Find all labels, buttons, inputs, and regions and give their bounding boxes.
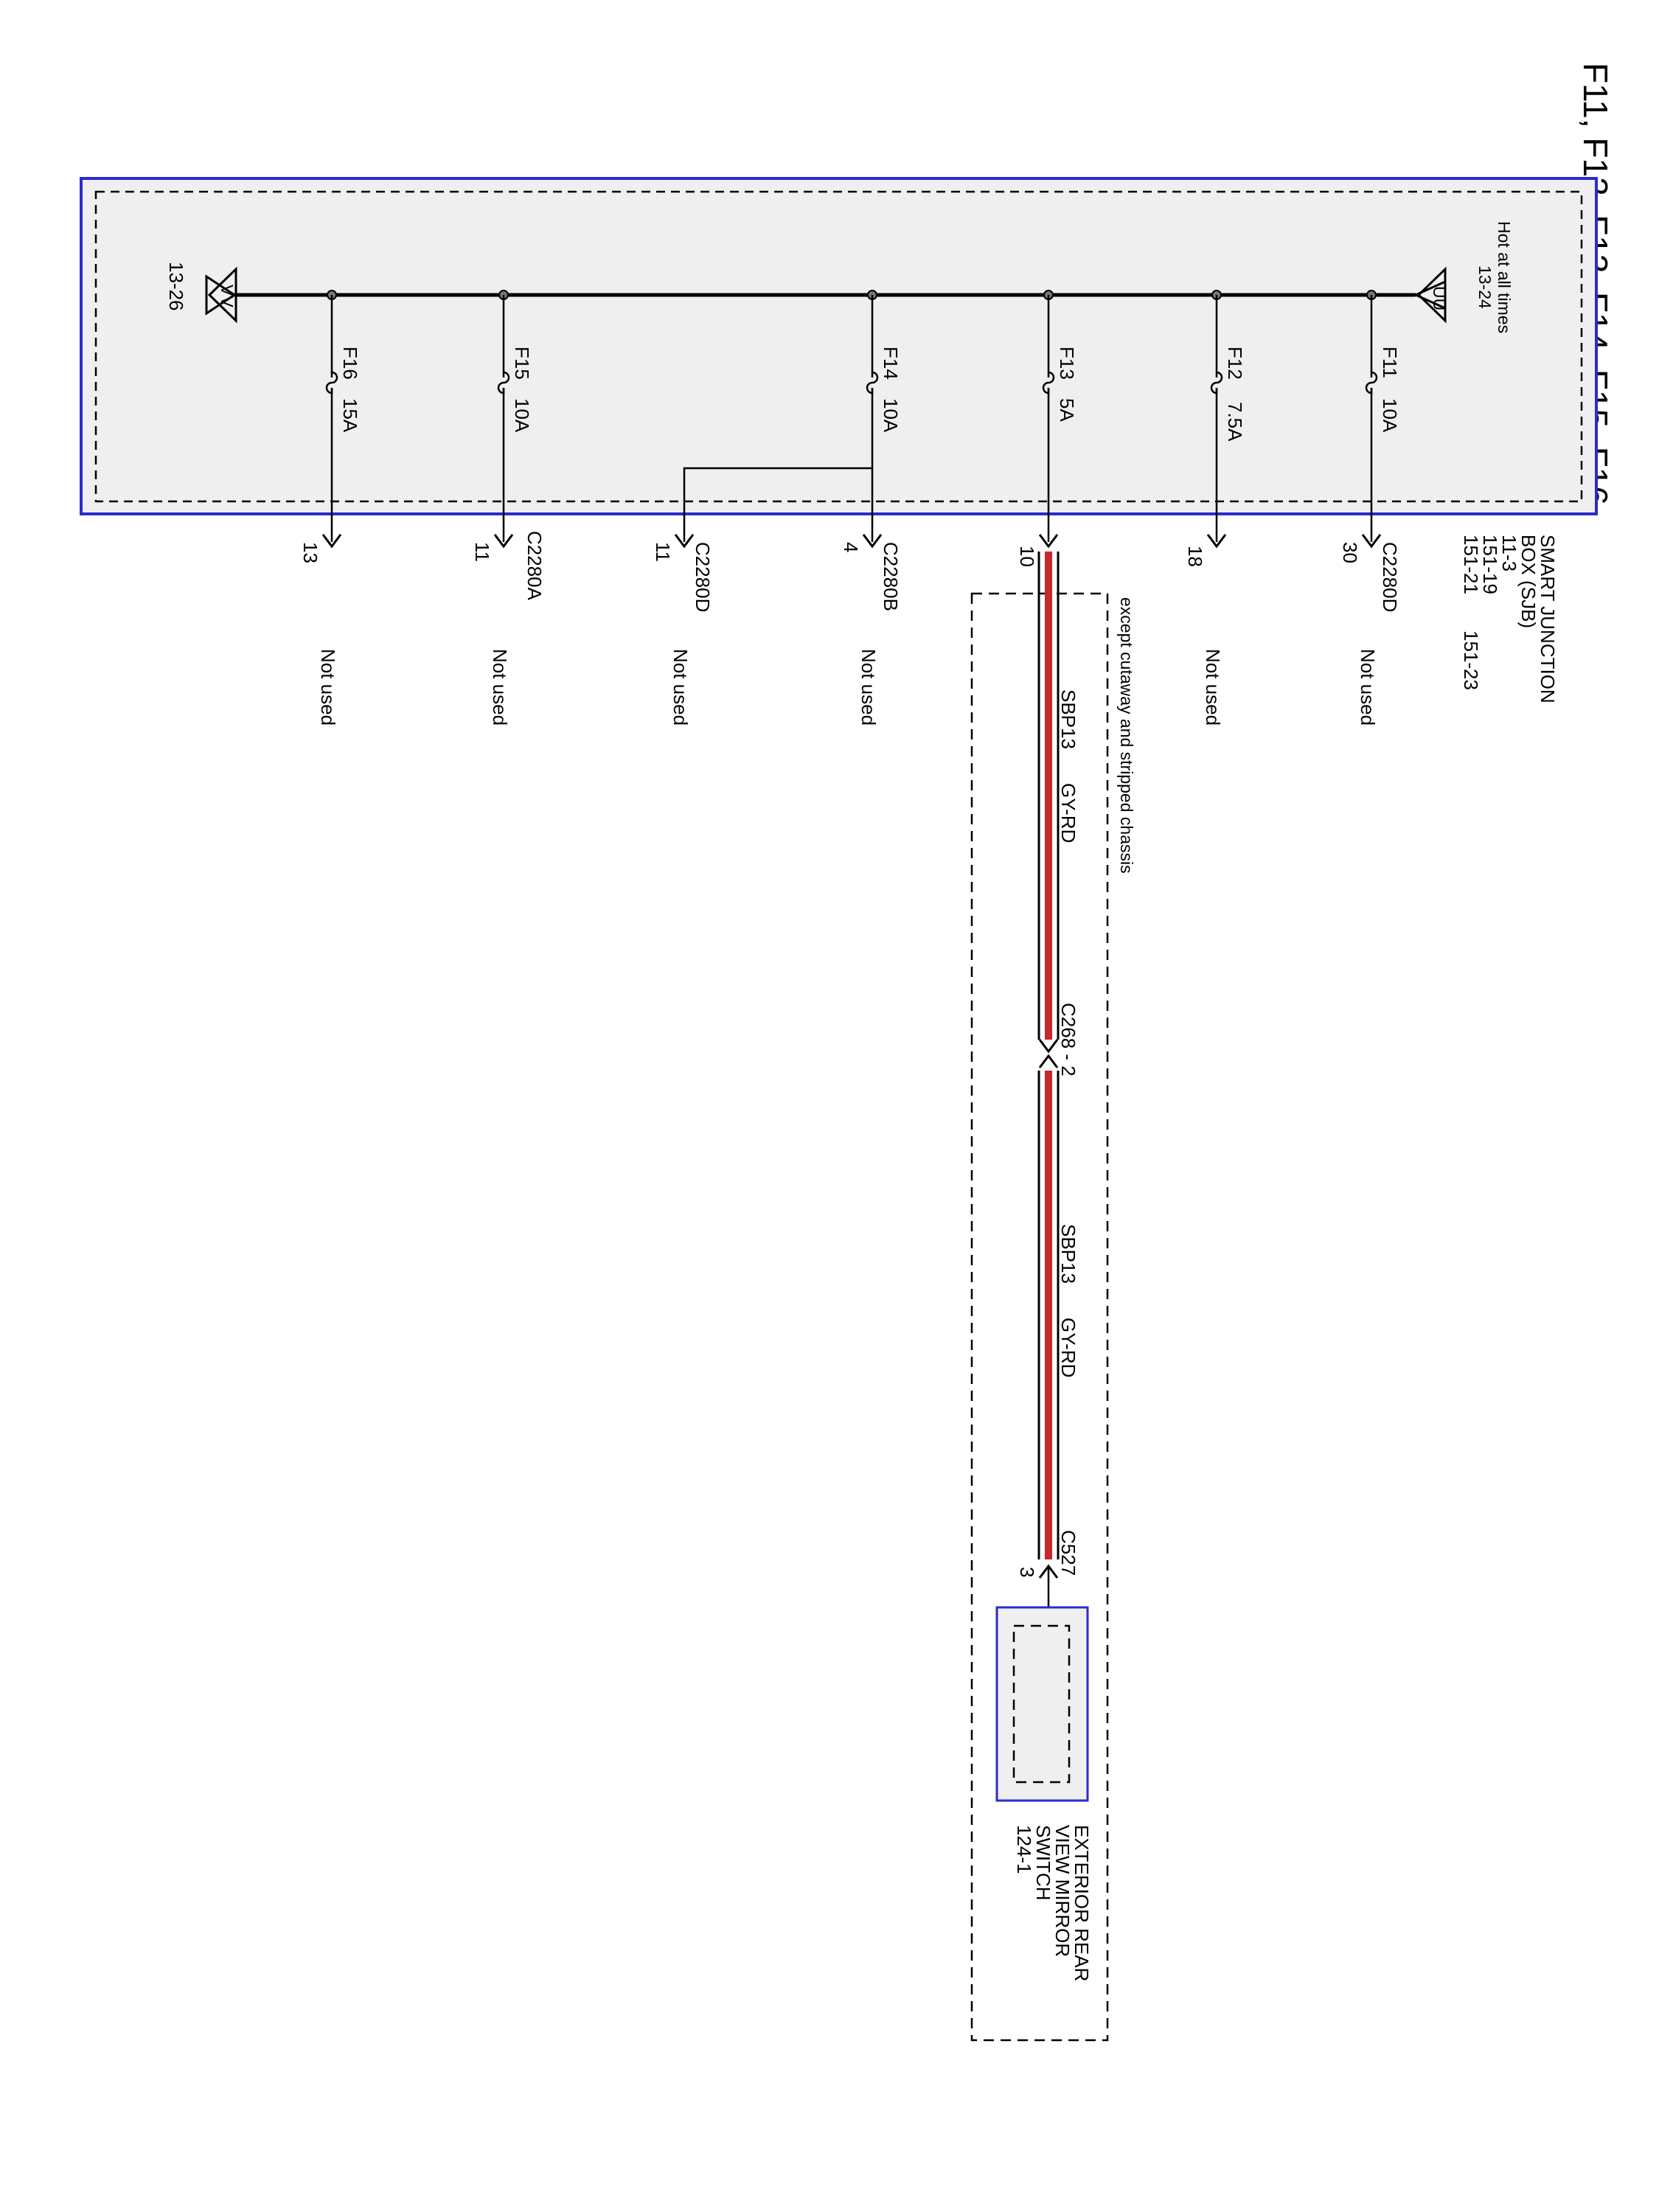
pin: 11 [471, 542, 493, 562]
fuse-f14: F14 10A C2280B 4 Not used C2280D 11 Not … [652, 290, 902, 726]
status: Not used [317, 649, 339, 726]
connector: C2280A [524, 531, 546, 601]
connector-label: C527 [1057, 1530, 1079, 1576]
component-name-2: VIEW MIRROR [1051, 1825, 1074, 1957]
fuse-rating: 15A [339, 398, 361, 433]
option-condition: except cutaway and stripped chassis [1117, 597, 1136, 874]
hot-label: Hot at all times [1495, 221, 1514, 333]
svg-text:151-23: 151-23 [1460, 630, 1482, 690]
pin: 10 [1016, 546, 1038, 567]
component-name-1: EXTERIOR REAR [1071, 1825, 1093, 1981]
svg-text:SMART JUNCTION: SMART JUNCTION [1537, 535, 1559, 703]
bus-end-ref-label: 13-26 [165, 262, 187, 311]
wire-segment-2: SBP13 GY-RD [1037, 1071, 1079, 1559]
bus-end-ref: VV 13-26 [165, 262, 237, 324]
svg-text:11-3: 11-3 [1498, 535, 1520, 571]
sjb-inner-dashed [94, 190, 1583, 503]
fuse-rating: 7.5A [1224, 402, 1246, 442]
pin: 13 [299, 542, 321, 563]
hot-ref: 13-24 [1475, 265, 1495, 309]
inline-connector-c268: C268 - 2 [1038, 1003, 1079, 1077]
fuse-rating: 10A [880, 398, 902, 433]
fuse-id: F12 [1224, 347, 1246, 380]
pin: 3 [1016, 1567, 1038, 1577]
status: Not used [489, 649, 511, 726]
sjb-box [80, 177, 1598, 515]
wire-circuit: SBP13 [1057, 689, 1079, 749]
connector: C2280D [692, 542, 714, 612]
component-ref: 124-1 [1013, 1825, 1035, 1874]
pin: 11 [652, 542, 674, 562]
fuse-f12: F12 7.5A 18 Not used [1184, 290, 1246, 726]
bus-end-symbol: VV [218, 285, 237, 307]
fuse-id: F15 [511, 347, 533, 380]
fuse-id: F14 [880, 347, 902, 380]
sjb-label: SMART JUNCTION BOX (SJB) 11-3 151-19 151… [1460, 535, 1559, 703]
connector-label: C268 - 2 [1057, 1003, 1079, 1077]
connector: C2280D [1379, 542, 1401, 612]
fuse-rating: 5A [1056, 398, 1078, 422]
status: Not used [1357, 649, 1379, 726]
hot-symbol: UU [1430, 286, 1449, 310]
end-connector-c527: C527 3 [1016, 1530, 1079, 1626]
wire-segment-1: SBP13 GY-RD [1037, 552, 1079, 1040]
fuse-f13: F13 5A 10 [1016, 290, 1078, 567]
fuse-f15: F15 10A C2280A 11 Not used [471, 290, 546, 726]
wire-color: GY-RD [1057, 783, 1079, 843]
status: Not used [858, 649, 880, 726]
connector: C2280B [880, 542, 902, 611]
wire-color: GY-RD [1057, 1318, 1079, 1377]
pin: 30 [1339, 542, 1361, 563]
wire-circuit: SBP13 [1057, 1224, 1079, 1284]
pin: 4 [840, 542, 862, 552]
status: Not used [669, 649, 692, 726]
svg-text:151-19: 151-19 [1479, 535, 1501, 594]
fuse-rating: 10A [511, 398, 533, 433]
fuse-rating: 10A [1379, 398, 1401, 433]
fuse-id: F11 [1379, 347, 1401, 378]
component-name-3: SWITCH [1032, 1825, 1054, 1901]
fuse-id: F16 [339, 347, 361, 380]
svg-text:151-21: 151-21 [1460, 535, 1482, 594]
fuse-f16: F16 15A 13 Not used [299, 290, 361, 726]
status: Not used [1202, 649, 1224, 726]
component-mirror-switch: EXTERIOR REAR VIEW MIRROR SWITCH 124-1 [995, 1606, 1093, 1981]
pin: 18 [1184, 546, 1206, 567]
fuse-f11: F11 10A C2280D 30 Not used [1339, 290, 1401, 726]
hot-source: UU Hot at all times 13-24 [1413, 221, 1514, 333]
svg-text:BOX (SJB): BOX (SJB) [1517, 535, 1540, 628]
fuse-id: F13 [1056, 347, 1078, 380]
